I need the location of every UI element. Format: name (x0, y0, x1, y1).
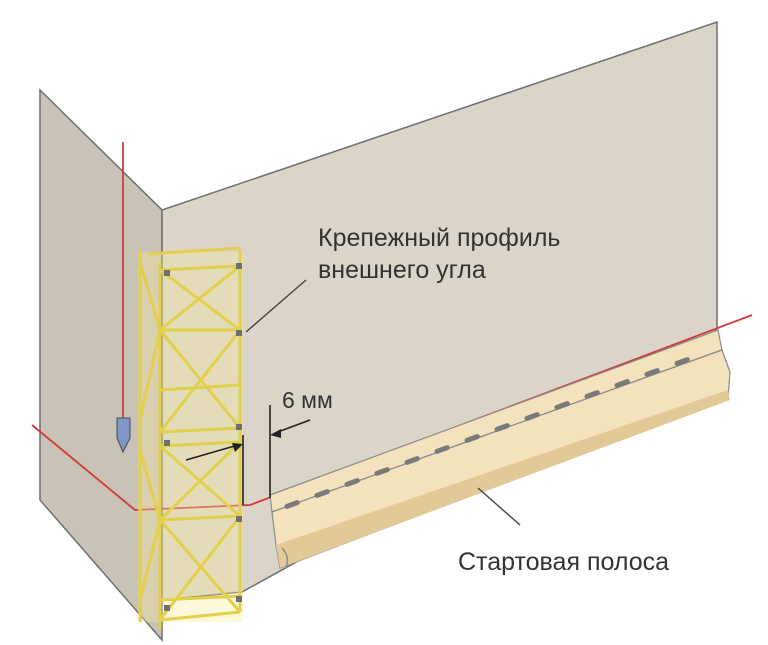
starter-strip-label: Стартовая полоса (458, 548, 670, 576)
profile-leader-line (245, 279, 307, 333)
gap-label: 6 мм (282, 387, 333, 413)
corner-profile-label: Крепежный профиль внешнего угла (318, 222, 560, 286)
strip-nail-holes (284, 357, 690, 509)
corner-profile-label-line2: внешнего угла (318, 256, 486, 284)
gap-dimension (185, 405, 311, 505)
starter-strip (269, 329, 731, 569)
plumb-bob-icon (116, 417, 131, 454)
side-wall (39, 88, 163, 643)
main-wall (161, 20, 718, 601)
profile-nail-slots (164, 263, 242, 611)
corner-profile (138, 246, 243, 630)
corner-profile-label-line1: Крепежный профиль (318, 224, 561, 252)
strip-leader-line (477, 487, 521, 526)
